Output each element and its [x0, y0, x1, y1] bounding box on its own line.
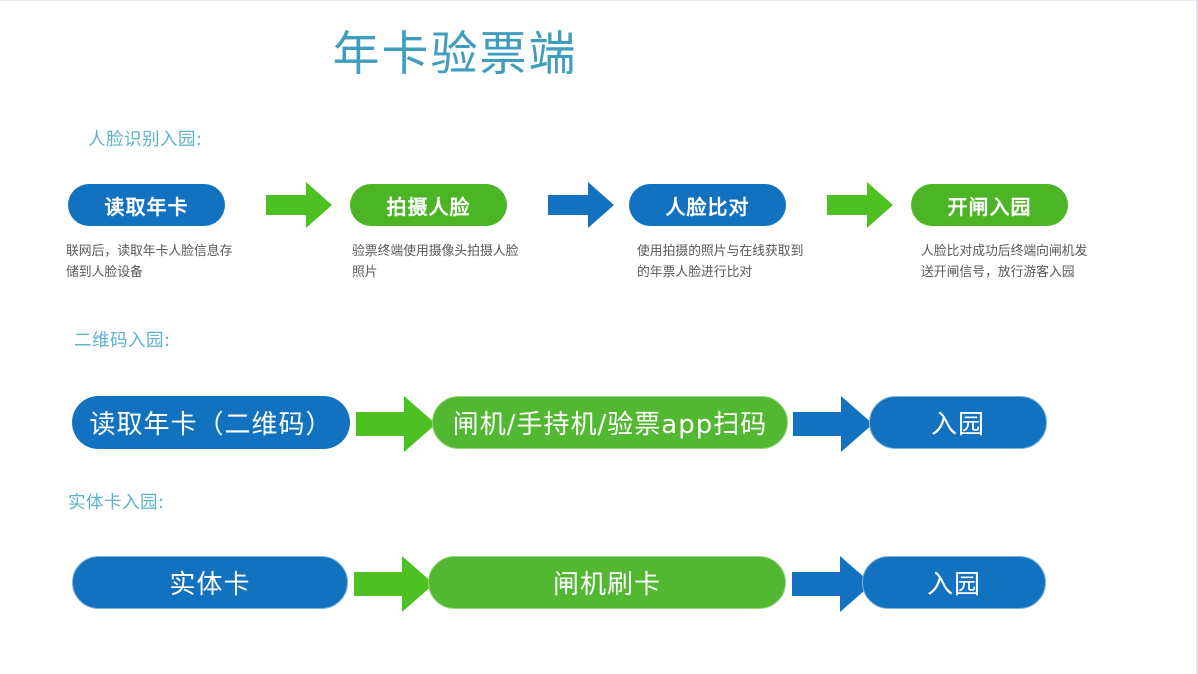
flow-step-face-compare[interactable]: 人脸比对 — [629, 184, 786, 226]
section-label-physical-card: 实体卡入园: — [68, 493, 165, 513]
section-label-qr-code: 二维码入园: — [74, 331, 171, 351]
flow-step-gate-swipe-card[interactable]: 闸机刷卡 — [428, 556, 786, 609]
flow-step-label: 读取年卡（二维码） — [89, 410, 333, 440]
flow-step-read-annual-card-qr[interactable]: 读取年卡（二维码） — [72, 396, 350, 449]
flow-step-label: 入园 — [926, 570, 981, 600]
section-label-face-recognition: 人脸识别入园: — [88, 130, 203, 150]
flow-step-label: 闸机刷卡 — [552, 570, 661, 600]
flow-step-gate-handheld-app-scan[interactable]: 闸机/手持机/验票app扫码 — [432, 396, 788, 449]
flow-step-enter-park[interactable]: 入园 — [862, 556, 1046, 609]
flow-step-label: 拍摄人脸 — [386, 194, 471, 219]
flow-step-label: 开闸入园 — [947, 194, 1032, 219]
flow-step-label: 读取年卡 — [104, 194, 189, 219]
flow-step-physical-card[interactable]: 实体卡 — [72, 556, 348, 609]
flow-step-description: 使用拍摄的照片与在线获取到的年票人脸进行比对 — [637, 244, 804, 280]
flow-step-description: 验票终端使用摄像头拍摄人脸照片 — [352, 244, 519, 280]
flow-step-label: 实体卡 — [169, 570, 251, 600]
flow-step-enter-park[interactable]: 入园 — [869, 396, 1047, 449]
flow-step-description: 人脸比对成功后终端向闸机发送开闸信号，放行游客入园 — [921, 244, 1088, 280]
slide-right-border — [1196, 0, 1198, 674]
flow-step-label: 人脸比对 — [665, 194, 750, 219]
flow-step-open-gate-enter[interactable]: 开闸入园 — [911, 184, 1068, 226]
flow-step-capture-face[interactable]: 拍摄人脸 — [350, 184, 507, 226]
flow-step-read-annual-card[interactable]: 读取年卡 — [68, 184, 225, 226]
slide-top-border — [0, 0, 1198, 1]
page-title: 年卡验票端 — [332, 27, 578, 82]
flow-step-label: 闸机/手持机/验票app扫码 — [452, 410, 768, 440]
flow-step-description: 联网后，读取年卡人脸信息存储到人脸设备 — [66, 244, 233, 280]
flow-step-label: 入园 — [930, 410, 985, 440]
